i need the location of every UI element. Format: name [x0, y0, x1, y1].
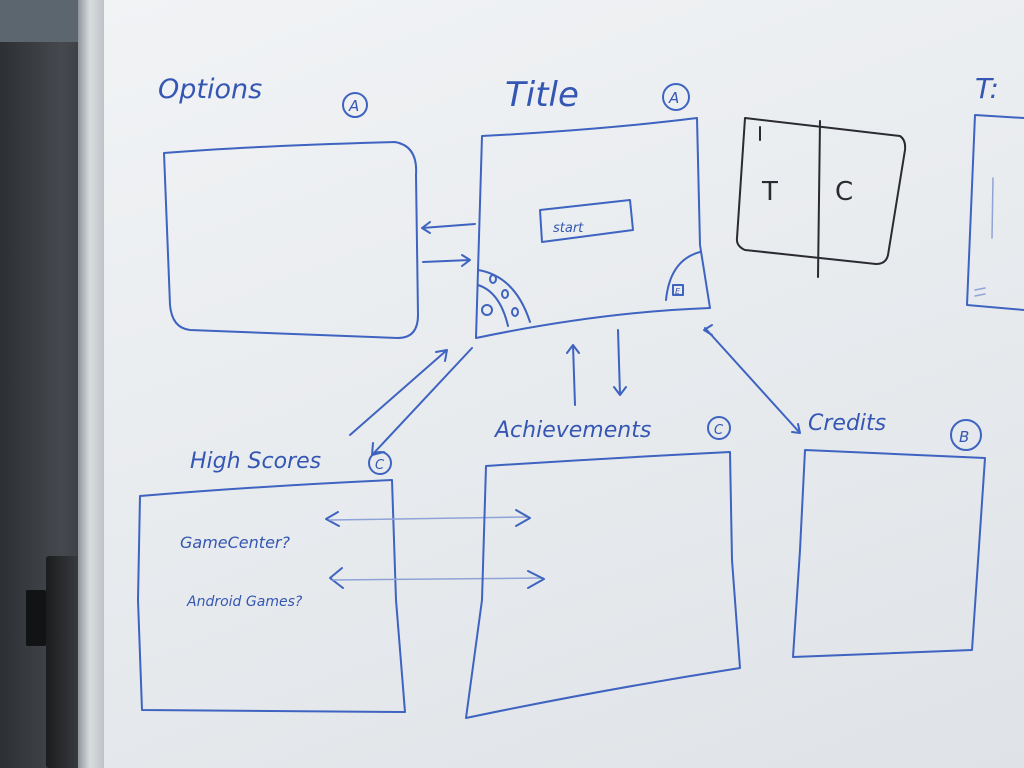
arrow-credits-to-title-head: [703, 324, 713, 336]
arrow-title-to-options: [421, 221, 476, 234]
menu-dot-icon: [501, 289, 509, 299]
eraser: [26, 590, 46, 646]
tc-left-label: T: [761, 177, 778, 207]
corner-badge-label: E: [675, 287, 681, 296]
arrow-left-head: [329, 567, 344, 589]
highscores-label: High Scores: [190, 449, 321, 474]
marker-holder: [46, 556, 82, 768]
achievements-screen-box: [465, 451, 741, 719]
arrow-left-head: [325, 511, 340, 527]
highscores-item-android: Android Games?: [186, 594, 303, 610]
tc-box-divider: [817, 120, 821, 278]
link-android-achievements: [332, 577, 544, 581]
title-badge: A: [668, 89, 679, 107]
tc-box: [735, 117, 907, 265]
title-corner-menu-inner: [477, 284, 509, 327]
options-badge-circle: [342, 92, 368, 118]
title-corner-arc: [665, 251, 701, 301]
credits-screen-box: [792, 449, 986, 658]
arrow-right-head: [527, 570, 545, 589]
arrow-highscores-to-title: [349, 349, 448, 436]
wall-window: [0, 0, 80, 42]
achievements-badge: C: [714, 423, 724, 438]
highscores-screen-box: [137, 479, 406, 713]
highscores-badge: C: [375, 458, 385, 473]
achievements-label: Achievements: [493, 418, 651, 443]
arrow-title-to-achievements: [613, 329, 627, 396]
tc-right-label: C: [835, 177, 853, 207]
credits-badge-circle: [950, 419, 982, 451]
title-label: Title: [505, 75, 579, 115]
whiteboard: [104, 0, 1024, 768]
partial-screen-box: [966, 114, 1024, 311]
whiteboard-frame: [78, 0, 108, 768]
arrow-right-head: [515, 509, 531, 527]
arrow-achievements-to-title: [566, 344, 580, 406]
title-screen-box: [475, 117, 711, 339]
partial-screen-mark: [974, 287, 986, 297]
options-badge: A: [348, 97, 359, 115]
partial-screen-mark: [991, 177, 994, 239]
arrow-title-to-credits: [704, 327, 801, 434]
start-button-sketch: [539, 199, 634, 243]
options-screen-box: [163, 141, 419, 339]
title-corner-menu-outer: [477, 269, 531, 323]
options-label: Options: [158, 74, 262, 105]
partial-screen-label: T:: [975, 72, 999, 105]
credits-badge: B: [959, 428, 969, 446]
arrow-options-to-title: [422, 254, 471, 267]
menu-dot-icon: [511, 307, 519, 317]
link-gamecenter-achievements: [329, 516, 529, 521]
menu-dot-icon: [489, 274, 497, 284]
settings-gear-icon: [481, 304, 493, 316]
credits-label: Credits: [808, 411, 886, 436]
start-button-label: start: [553, 221, 584, 236]
achievements-badge-circle: [707, 416, 731, 440]
corner-badge-box: [672, 284, 684, 296]
title-badge-circle: [662, 83, 690, 111]
highscores-item-gamecenter: GameCenter?: [180, 533, 290, 552]
highscores-badge-circle: [368, 451, 392, 475]
